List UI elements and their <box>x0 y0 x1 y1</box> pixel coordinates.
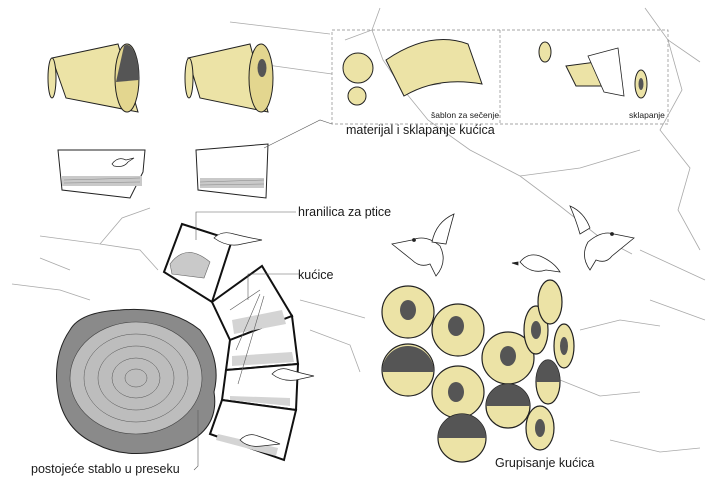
cone-house-1 <box>47 43 140 113</box>
cone-house-2 <box>184 43 274 113</box>
section-house-2 <box>195 143 269 199</box>
hummingbird-2 <box>569 205 635 271</box>
material-label: materijal i sklapanje kućica <box>346 123 495 137</box>
hummingbird-1 <box>391 213 455 277</box>
template-panel <box>331 29 669 125</box>
tree-section-label: postojeće stablo u preseku <box>31 462 180 476</box>
feeder-label: hranilica za ptice <box>298 205 392 219</box>
houses-label: kućice <box>298 268 334 282</box>
assembly-label: sklapanje <box>629 110 665 120</box>
house-fan <box>162 222 300 462</box>
section-house-1 <box>57 149 146 199</box>
perched-bird <box>511 254 561 273</box>
leader-lines <box>193 119 333 471</box>
house-cluster <box>381 279 575 463</box>
tree-cross-section <box>56 308 217 454</box>
grouping-label: Grupisanje kućica <box>495 456 595 470</box>
template-label: šablon za sečenje <box>431 110 500 120</box>
fan-birds <box>213 232 315 447</box>
